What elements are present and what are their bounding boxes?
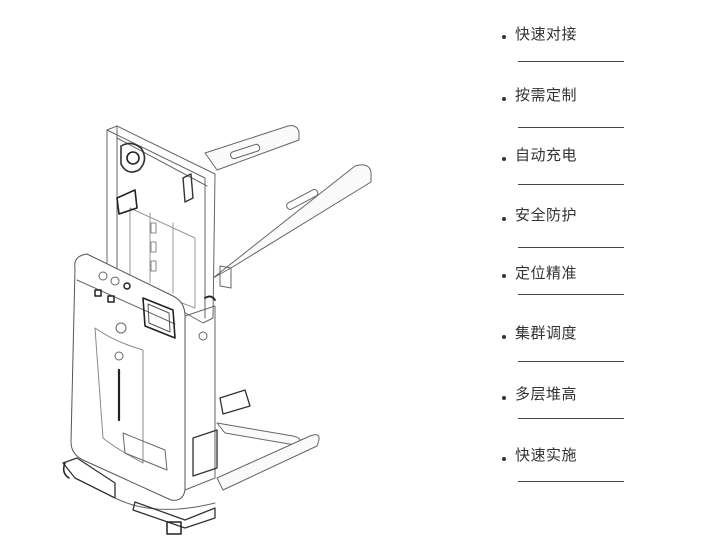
divider bbox=[518, 418, 624, 419]
divider bbox=[518, 481, 624, 482]
bullet-icon bbox=[502, 335, 506, 339]
feature-label: 集群调度 bbox=[515, 324, 578, 342]
feature-label: 安全防护 bbox=[515, 206, 578, 224]
feature-label: 定位精准 bbox=[515, 264, 578, 282]
forklift-robot-illustration bbox=[62, 125, 372, 535]
bullet-icon bbox=[502, 217, 506, 221]
divider bbox=[518, 294, 624, 295]
divider bbox=[518, 247, 624, 248]
bullet-icon bbox=[502, 97, 506, 101]
feature-label: 自动充电 bbox=[515, 146, 578, 164]
feature-label: 按需定制 bbox=[515, 86, 578, 104]
feature-label: 多层堆高 bbox=[515, 385, 578, 403]
lower-fork bbox=[62, 389, 320, 535]
bullet-icon bbox=[502, 396, 506, 400]
feature-label: 快速实施 bbox=[515, 446, 578, 464]
divider bbox=[518, 184, 624, 185]
bullet-icon bbox=[502, 274, 506, 278]
robot-body bbox=[70, 253, 216, 501]
feature-list: 快速对接 按需定制 自动充电 安全防护 定位精准 集群调度 多层堆高 快速实施 bbox=[496, 0, 636, 546]
divider bbox=[518, 127, 624, 128]
feature-label: 快速对接 bbox=[515, 25, 578, 43]
divider bbox=[518, 61, 624, 62]
bullet-icon bbox=[502, 157, 506, 161]
bullet-icon bbox=[502, 35, 506, 39]
upper-fork bbox=[204, 125, 372, 289]
divider bbox=[518, 361, 624, 362]
bullet-icon bbox=[502, 457, 506, 461]
